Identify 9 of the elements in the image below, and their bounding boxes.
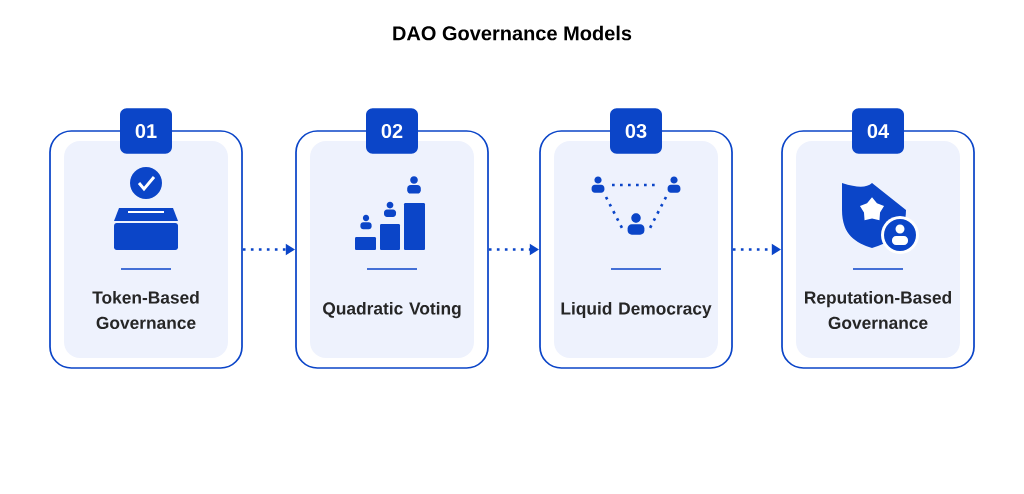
card-label: Reputation-Based Governance	[805, 290, 951, 330]
number-badge: 02	[366, 108, 418, 154]
number-badge: 01	[120, 108, 172, 154]
card-label: Token-Based Governance	[92, 290, 199, 330]
number-badge: 03	[610, 108, 662, 154]
number-badge: 04	[852, 108, 904, 154]
title: DAO Governance Models	[393, 25, 632, 41]
card-label: Quadratic Voting	[323, 301, 461, 319]
card-label: Liquid Democracy	[561, 301, 712, 319]
